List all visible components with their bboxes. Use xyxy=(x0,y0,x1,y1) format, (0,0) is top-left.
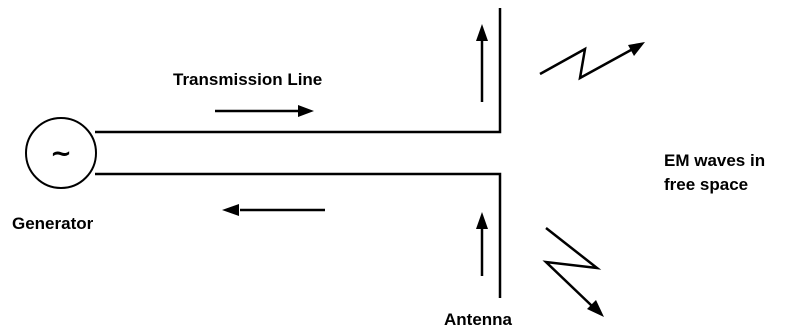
generator-symbol: ~ xyxy=(50,139,72,169)
generator-circle xyxy=(25,117,97,189)
generator-label: Generator xyxy=(12,214,94,233)
em-waves-label-line1: EM waves in xyxy=(664,151,765,170)
upper-em-wave xyxy=(539,46,632,81)
antenna-lower-arrowhead xyxy=(476,212,488,229)
lower-em-wave-arrowhead xyxy=(587,300,604,317)
lower-em-wave xyxy=(542,227,602,307)
lower-conductor xyxy=(95,172,502,298)
upper-line-arrowhead xyxy=(298,105,314,117)
em-waves-label-line2: free space xyxy=(664,175,748,194)
transmission-line-label: Transmission Line xyxy=(173,70,322,89)
antenna-label: Antenna xyxy=(444,310,513,329)
antenna-upper-arrowhead xyxy=(476,24,488,41)
upper-conductor xyxy=(95,8,502,134)
upper-em-wave-arrowhead xyxy=(628,42,645,56)
lower-line-arrowhead xyxy=(222,204,239,216)
